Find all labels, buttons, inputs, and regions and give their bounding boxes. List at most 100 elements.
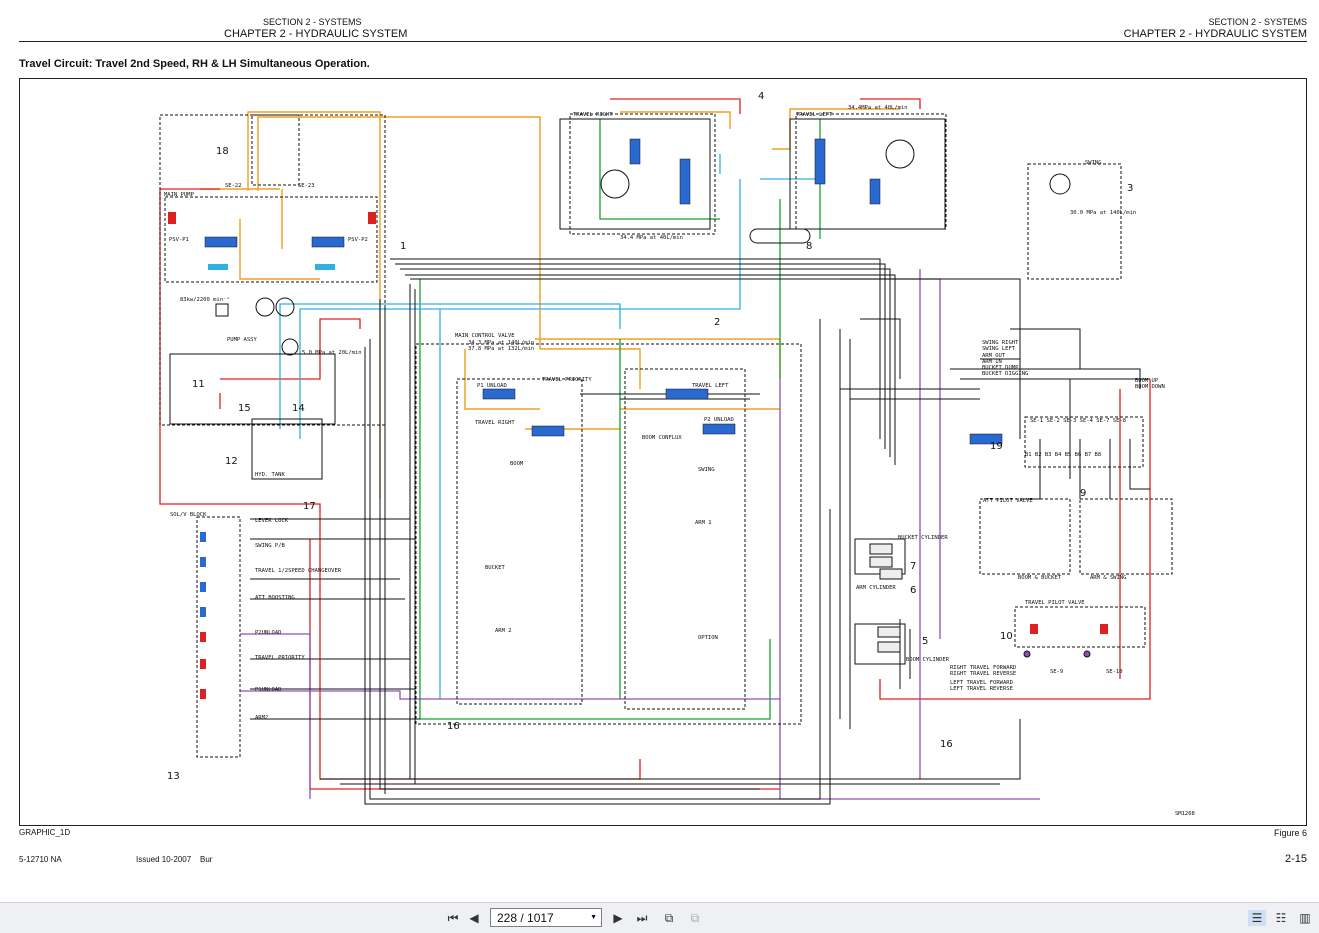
graphic-id: GRAPHIC_1D [19,828,71,837]
header-rule [19,41,1307,42]
first-page-button[interactable]: ⏮ [447,910,459,925]
label-travel-pilot-valve: TRAVEL PILOT VALVE [1025,600,1085,606]
label-bucket: BUCKET [485,565,506,571]
svg-text:7: 7 [910,561,916,572]
label-main-pump: MAIN PUMP [164,192,194,198]
svg-text:18: 18 [216,146,229,157]
diagram-labels: MAIN PUMP PSV-P1 PSV-P2 SE-22 SE-23 83kw… [164,105,1195,817]
label-boom-cylinder: BOOM CYLINDER [906,657,950,663]
label-travel-priority-sol: TRAVEL PRIORITY [255,655,305,661]
label-sw-left: SWING LEFT [982,346,1016,352]
label-se-row: SE-1 SE-2 SE-3 SE-4 SE-7 SE-8 [1030,418,1126,424]
label-se23: SE-23 [298,183,315,189]
label-arm-out: ARM OUT [982,353,1006,359]
pumps-and-motors [215,139,1091,658]
svg-text:2: 2 [714,317,720,328]
red-solenoid-coils [168,212,1108,699]
svg-text:8: 8 [806,241,812,252]
label-lt-rev: LEFT TRAVEL REVERSE [950,686,1013,692]
page-selector[interactable]: 228 / 1017 ▼ [490,908,602,927]
dropdown-caret-icon: ▼ [590,914,597,921]
label-pump-assy: PUMP ASSY [227,337,257,343]
svg-text:14: 14 [292,403,305,414]
svg-text:3: 3 [1127,183,1133,194]
page-indicator: 228 / 1017 [497,910,554,925]
svg-text:19: 19 [990,441,1003,452]
figure-title: Travel Circuit: Travel 2nd Speed, RH & L… [19,58,370,70]
svg-text:16: 16 [447,721,460,732]
label-boom-down: BOOM DOWN [1135,384,1165,390]
label-mcv-pressure-1: 34.3 MPa at 140L/min [468,340,534,346]
label-arm-swing: ARM & SWING [1090,575,1126,581]
svg-text:5: 5 [922,636,928,647]
header-section-right: SECTION 2 - SYSTEMS [1208,17,1307,27]
blue-solenoid-coils [200,532,206,617]
label-p1unload: P1UNLOAD [255,687,282,693]
label-travel-change: TRAVEL 1/2SPEED CHANGEOVER [255,568,342,574]
label-p1-unload: P1 UNLOAD [477,383,507,389]
label-motor-right-rating: 34.4 MPa at 40L/min [620,235,683,241]
svg-text:6: 6 [910,585,916,596]
viewer-toolbar: ⏮ ◀ 228 / 1017 ▼ ▶ ⏭ ⧉ ⧉ ☰ ☷ ▥ [0,902,1319,933]
label-p2-unload: P2 UNLOAD [704,417,734,423]
last-page-button[interactable]: ⏭ [636,910,648,925]
label-travel-left: TRAVEL LEFT [692,383,729,389]
label-swing-pb: SWING P/B [255,543,285,549]
label-boom: BOOM [510,461,524,467]
label-mcv-pressure-2: 37.8 MPa at 132L/min [468,346,534,352]
cylinders [869,543,903,653]
diagram-frame: 1 2 3 4 5 6 7 8 9 10 11 12 13 14 15 16 1… [19,78,1307,826]
label-lt-fwd: LEFT TRAVEL FORWARD [950,680,1013,686]
next-page-button[interactable]: ▶ [613,911,623,925]
label-arm2-sol: ARM2 [255,715,268,721]
label-bucket-cylinder: BUCKET CYLINDER [898,535,948,541]
label-boom-up: BOOM UP [1135,378,1159,384]
label-arm1: ARM 1 [695,520,712,526]
label-swing-rating: 30.0 MPa at 140L/min [1070,210,1136,216]
svg-text:13: 13 [167,771,180,782]
label-att-pilot-valve: ATT PILOT VALVE [983,498,1033,504]
single-page-view-icon[interactable]: ☰ [1248,910,1266,926]
solid-outlines [169,118,946,665]
label-p2unload: P2UNLOAD [255,630,282,636]
label-sol-block: SOL/V BLOCK [170,512,207,518]
svg-text:11: 11 [192,379,205,390]
component-outlines [159,113,1173,758]
label-rt-rev: RIGHT TRAVEL REVERSE [950,671,1016,677]
label-lever-lock: LEVER LOCK [255,518,289,524]
label-travel-right: TRAVEL RIGHT [475,420,515,426]
header-chapter-left: CHAPTER 2 - HYDRAULIC SYSTEM [224,28,408,40]
header-chapter-right: CHAPTER 2 - HYDRAULIC SYSTEM [1123,28,1307,40]
two-page-view-icon[interactable]: ▥ [1299,911,1311,925]
label-se9: SE-9 [1050,669,1063,675]
svg-text:1: 1 [400,241,406,252]
label-swing: SWING [698,467,715,473]
label-travel-priority: TRAVEL PRIORITY [542,377,592,383]
label-att-boosting: ATT BOOSTING [255,595,295,601]
green-lines [419,119,821,720]
continuous-view-icon[interactable]: ☷ [1275,911,1287,925]
navigate-back-icon[interactable]: ⧉ [664,910,674,925]
navigate-forward-icon[interactable]: ⧉ [690,910,700,925]
label-arm2: ARM 2 [495,628,512,634]
callout-numbers: 1 2 3 4 5 6 7 8 9 10 11 12 13 14 15 16 1… [167,91,1133,782]
label-boom-conflux: BOOM CONFLUX [642,435,682,441]
svg-text:17: 17 [303,501,316,512]
previous-page-button[interactable]: ◀ [469,911,479,925]
svg-text:9: 9 [1080,488,1086,499]
label-psv-p1: PSV-P1 [169,237,189,243]
issued-date: Issued 10-2007 [136,855,192,864]
label-arm-in: ARM IN [982,359,1002,365]
label-rt-fwd: RIGHT TRAVEL FORWARD [950,665,1016,671]
svg-text:12: 12 [225,456,238,467]
label-arm-cylinder: ARM CYLINDER [856,585,896,591]
label-se22: SE-22 [225,183,242,189]
label-motor-right: TRAVEL RIGHT [573,112,613,118]
label-hyd-tank: HYD. TANK [255,472,285,478]
label-main-control-valve: MAIN CONTROL VALVE [455,333,515,339]
label-swing-motor: SWING [1085,160,1102,166]
label-option: OPTION [698,635,718,641]
hydraulic-schematic: 1 2 3 4 5 6 7 8 9 10 11 12 13 14 15 16 1… [159,91,1195,817]
label-bucket-digging: BUCKET DIGGING [982,371,1028,377]
figure-number: Figure 6 [1273,828,1307,838]
